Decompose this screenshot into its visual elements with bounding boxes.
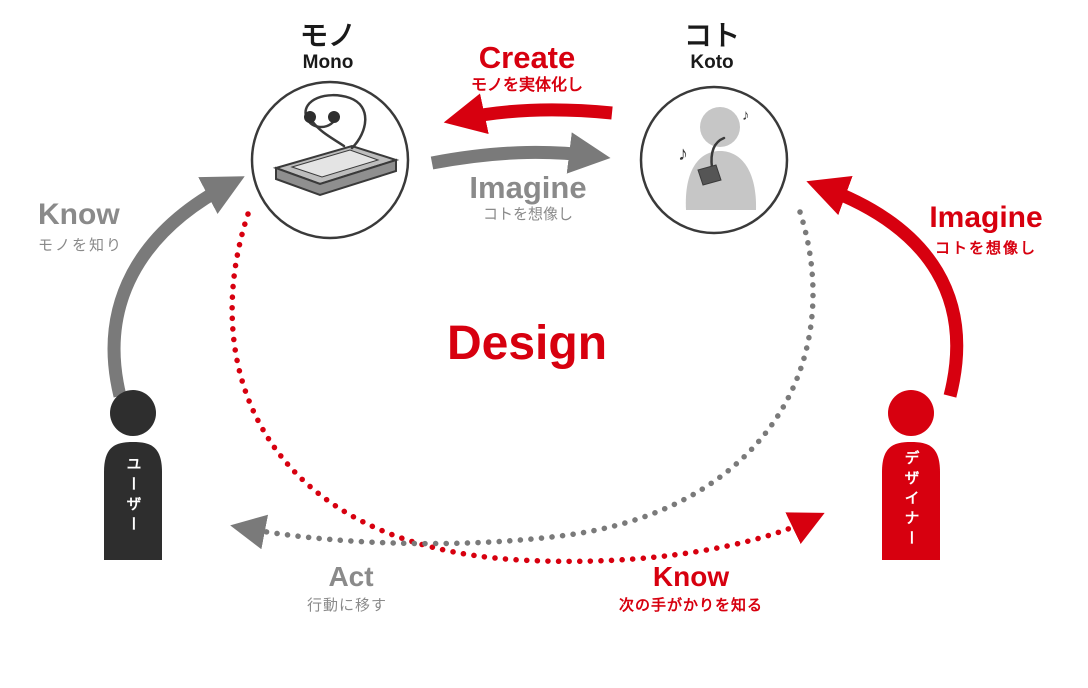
design-title: Design <box>446 317 608 370</box>
mono-device-icon <box>272 93 400 197</box>
imagine-right-label: Imagine <box>929 201 1043 234</box>
create-arrow <box>443 93 613 135</box>
imagine-center-label: Imagine <box>469 170 587 205</box>
imagine-center-arrow <box>430 132 611 174</box>
earbud-icon <box>304 111 316 123</box>
act-sublabel: 行動に移す <box>306 597 388 614</box>
listener-icon: ♪ ♪ <box>678 107 757 210</box>
designer-label: デザイナー <box>902 450 920 550</box>
act-label: Act <box>328 561 374 592</box>
mono-title-jp: モノ <box>299 20 357 51</box>
act-feedback-arrow <box>230 209 816 550</box>
designer-figure <box>882 390 940 560</box>
music-note-icon: ♪ <box>742 107 750 124</box>
imagine-center-sublabel: コトを想像し <box>482 206 574 223</box>
music-note-icon: ♪ <box>678 143 688 165</box>
know-feedback-arrow <box>229 211 825 565</box>
user-label: ユーザー <box>124 456 142 536</box>
know-left-label: Know <box>38 198 120 231</box>
koto-title-jp: コト <box>683 20 741 51</box>
mono-title-en: Mono <box>302 52 354 73</box>
know-bottom-label: Know <box>652 561 730 592</box>
koto-title-en: Koto <box>690 52 734 73</box>
imagine-right-arrow <box>806 176 964 398</box>
know-left-sublabel: モノを知り <box>38 237 124 254</box>
imagine-right-sublabel: コトを想像し <box>934 240 1038 257</box>
create-sublabel: モノを実体化し <box>470 77 584 94</box>
know-left-arrow <box>107 176 245 398</box>
create-label: Create <box>478 40 576 75</box>
user-figure <box>104 390 162 560</box>
earbud-icon <box>328 111 340 123</box>
know-bottom-sublabel: 次の手がかりを知る <box>618 597 764 614</box>
